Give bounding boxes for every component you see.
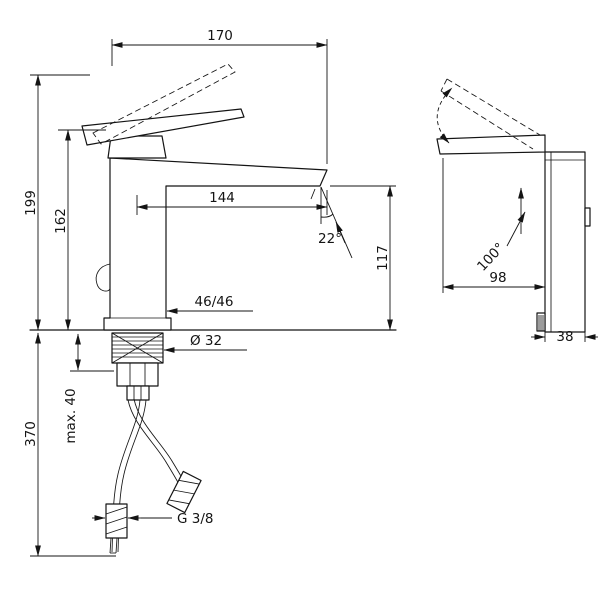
dimension-label-370: 370 [23,421,39,447]
drain-lever-hook [95,263,111,292]
dimension-body-width: 38 [531,329,598,345]
dimension-label-dia32: Ø 32 [190,333,222,349]
dimension-label-117: 117 [375,245,391,271]
side-outlet [536,312,546,332]
hose-connector-right [166,470,202,514]
dimension-label-22deg: 22° [318,231,342,247]
handle-swing-arc [436,87,453,144]
front-view: 170 199 162 144 117 [23,28,397,557]
dimension-handle-swing-angle: 100° [474,211,526,275]
side-view: 100° 98 38 [436,78,598,345]
handle-lever-solid [81,108,245,146]
dimension-label-g38: G 3/8 [177,511,213,527]
shank-end [126,385,150,401]
spout-outlet-stream [310,188,316,200]
dimension-depth: 98 [442,158,546,293]
cartridge-base [107,135,167,159]
hose-connector-left [105,503,128,554]
dimension-spout-reach: 144 [136,190,328,215]
dimension-label-98: 98 [489,270,506,286]
supply-hoses [105,398,202,554]
dimension-total-height: 199 [23,74,90,331]
dimension-shank-diameter: Ø 32 [163,333,247,353]
dimension-label-162: 162 [53,208,69,234]
dimension-label-144: 144 [209,190,235,206]
dimension-hose-length: 370 [23,332,116,557]
threaded-shank [111,332,164,364]
side-body-outline [544,151,586,333]
dimension-label-38: 38 [556,329,573,345]
dimension-label-199: 199 [23,190,39,216]
dimension-max-counter-thickness: max. 40 [63,333,114,444]
dimension-spout-angle: 22° [318,186,353,259]
dimension-label-170: 170 [207,28,233,44]
dimension-body-height: 162 [53,129,106,331]
dimension-label-46-46: 46/46 [195,294,234,310]
side-handle-lever-solid [436,134,546,155]
mounting-nut [116,362,159,387]
dimension-label-max40: max. 40 [63,388,79,443]
dimension-spout-projection: 170 [111,28,328,164]
handle-lever-raised-dashed [92,63,236,145]
dimension-hose-thread: G 3/8 [92,511,213,527]
dimension-supply-offset: 46/46 [166,294,253,314]
dimension-outlet-height: 117 [330,185,396,331]
side-body-clip [584,207,591,227]
